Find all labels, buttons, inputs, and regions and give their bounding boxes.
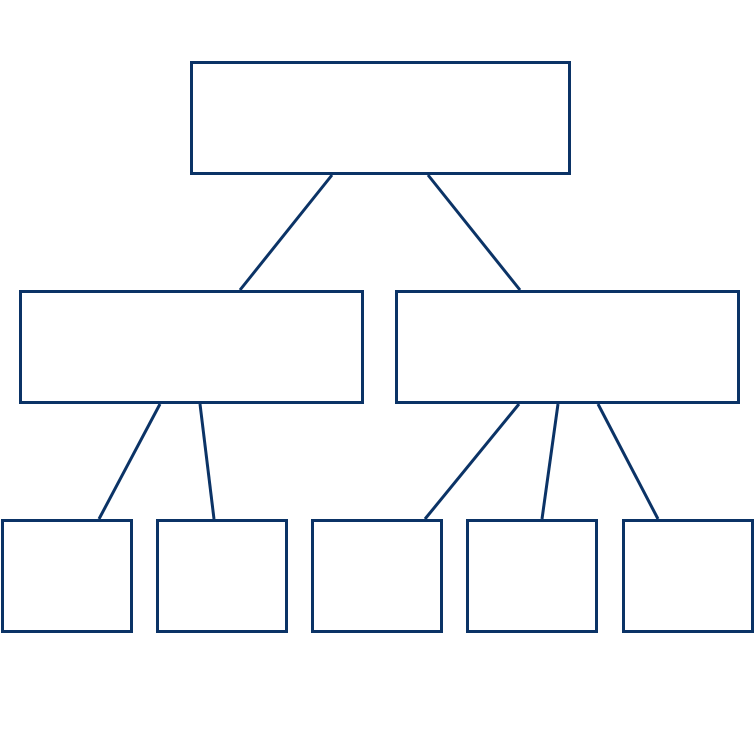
- nodes-layer: [1, 61, 754, 633]
- node-box-leaf-5: [622, 519, 754, 633]
- node-box-leaf-2: [156, 519, 288, 633]
- node-box-right: [395, 290, 740, 404]
- node-box-left: [19, 290, 364, 404]
- node-leaf-5: [622, 519, 754, 633]
- node-leaf-1: [1, 519, 133, 633]
- node-leaf-4: [466, 519, 598, 633]
- edges-layer: [97, 174, 660, 520]
- node-box-leaf-3: [311, 519, 443, 633]
- edge-left-to-leaf-1: [97, 403, 162, 520]
- node-box-root: [190, 61, 571, 175]
- node-right: [395, 290, 740, 404]
- node-box-leaf-1: [1, 519, 133, 633]
- edge-right-to-leaf-3: [423, 403, 521, 520]
- edge-right-to-leaf-5: [596, 403, 660, 520]
- node-left: [19, 290, 364, 404]
- node-leaf-3: [311, 519, 443, 633]
- node-box-leaf-4: [466, 519, 598, 633]
- edge-root-to-right: [426, 174, 522, 291]
- edge-left-to-leaf-2: [198, 403, 216, 520]
- edge-root-to-left: [238, 174, 334, 291]
- node-leaf-2: [156, 519, 288, 633]
- node-root: [190, 61, 571, 175]
- edge-right-to-leaf-4: [540, 403, 560, 520]
